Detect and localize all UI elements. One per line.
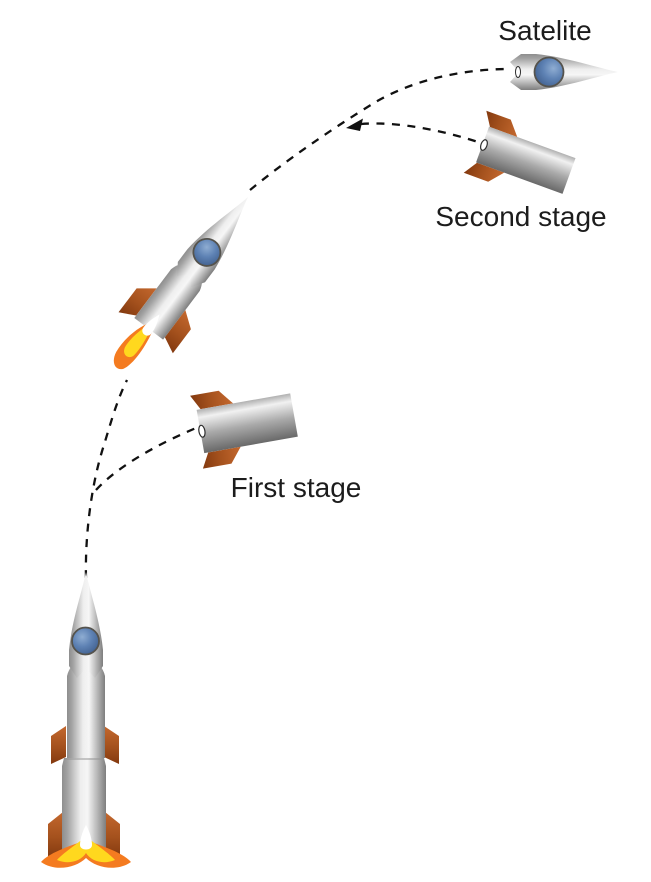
launch-rocket-tailfin-left <box>48 812 63 858</box>
trajectory-first-stage-branch <box>95 426 197 491</box>
ascending-rocket-fin-left <box>118 288 157 316</box>
launch-rocket <box>41 572 131 868</box>
trajectory <box>84 67 511 579</box>
first-stage-discarded <box>190 390 298 469</box>
first-stage-fin-right <box>202 446 241 469</box>
second-stage-fin-right <box>463 162 505 182</box>
first-stage-fin-left <box>190 390 234 410</box>
satellite-fairing <box>510 54 618 90</box>
second-stage-discarded <box>463 110 576 194</box>
satellite-fairing-notch <box>515 66 521 78</box>
launch-rocket-payload-sphere <box>71 626 100 656</box>
trajectory-orbit-segment <box>249 67 511 191</box>
ascending-rocket-flame-core <box>142 314 160 336</box>
launch-rocket-first-stage-body <box>62 758 106 852</box>
second-stage-engine-notch <box>479 139 488 151</box>
satellite-label: Satelite <box>498 15 591 46</box>
second-stage-fin-left <box>486 110 518 137</box>
launch-rocket-flame-core <box>80 825 92 850</box>
ascending-rocket <box>113 197 248 370</box>
launch-rocket-tailfin-right <box>105 812 120 858</box>
first-stage-label: First stage <box>231 472 362 503</box>
satellite-payload-sphere <box>533 56 565 88</box>
launch-rocket-fairing <box>69 572 103 678</box>
trajectory-launch-segment <box>84 379 129 579</box>
launch-rocket-second-stage-body <box>67 663 105 758</box>
second-stage-label: Second stage <box>435 201 606 232</box>
ascending-rocket-fin-right <box>164 310 191 354</box>
launch-rocket-midfin-right <box>104 726 119 764</box>
ascending-rocket-payload-sphere <box>192 238 222 267</box>
launch-rocket-midfin-left <box>51 726 66 764</box>
second-stage-body <box>476 126 576 194</box>
trajectory-second-stage-branch <box>360 122 482 145</box>
first-stage-body <box>196 393 298 454</box>
separation-arrowhead-icon <box>346 118 363 131</box>
first-stage-engine-notch <box>198 424 206 438</box>
